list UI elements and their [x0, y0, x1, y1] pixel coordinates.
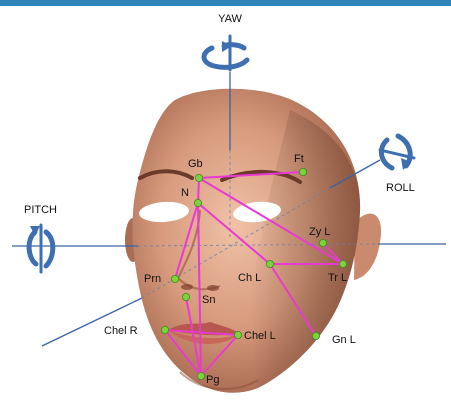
- label-pg: Pg: [206, 374, 219, 386]
- label-zyl: Zy L: [309, 226, 330, 238]
- label-chell: Chel L: [244, 330, 276, 342]
- landmark-gb: [195, 174, 202, 181]
- pitch-rotation-icon: [29, 225, 53, 272]
- label-gnl: Gn L: [332, 334, 356, 346]
- landmark-ft: [299, 168, 306, 175]
- yaw-label: YAW: [218, 13, 242, 25]
- label-ft: Ft: [294, 153, 304, 165]
- landmark-pg: [197, 372, 204, 379]
- pitch-label: PITCH: [24, 204, 57, 216]
- roll-rotation-icon: [380, 136, 414, 170]
- label-n: N: [181, 187, 189, 199]
- nostril-right: [181, 284, 193, 290]
- label-sn: Sn: [202, 294, 215, 306]
- landmark-n: [194, 199, 201, 206]
- landmark-zyl: [319, 239, 326, 246]
- landmark-sn: [182, 293, 189, 300]
- label-trl: Tr L: [328, 272, 347, 284]
- label-chelr: Chel R: [104, 325, 138, 337]
- label-chl: Ch L: [238, 272, 261, 284]
- landmark-chell: [234, 331, 241, 338]
- nostril-left: [207, 285, 219, 291]
- landmark-trl: [339, 260, 346, 267]
- roll-label: ROLL: [386, 182, 415, 194]
- depth-axis-lower: [42, 298, 142, 346]
- landmark-chelr: [161, 326, 168, 333]
- landmark-chl: [266, 260, 273, 267]
- yaw-rotation-icon: [204, 36, 247, 70]
- landmark-gnl: [312, 332, 319, 339]
- top-frame-bar: [0, 0, 451, 6]
- landmark-prn: [171, 275, 178, 282]
- label-prn: Prn: [144, 273, 161, 285]
- label-gb: Gb: [188, 158, 203, 170]
